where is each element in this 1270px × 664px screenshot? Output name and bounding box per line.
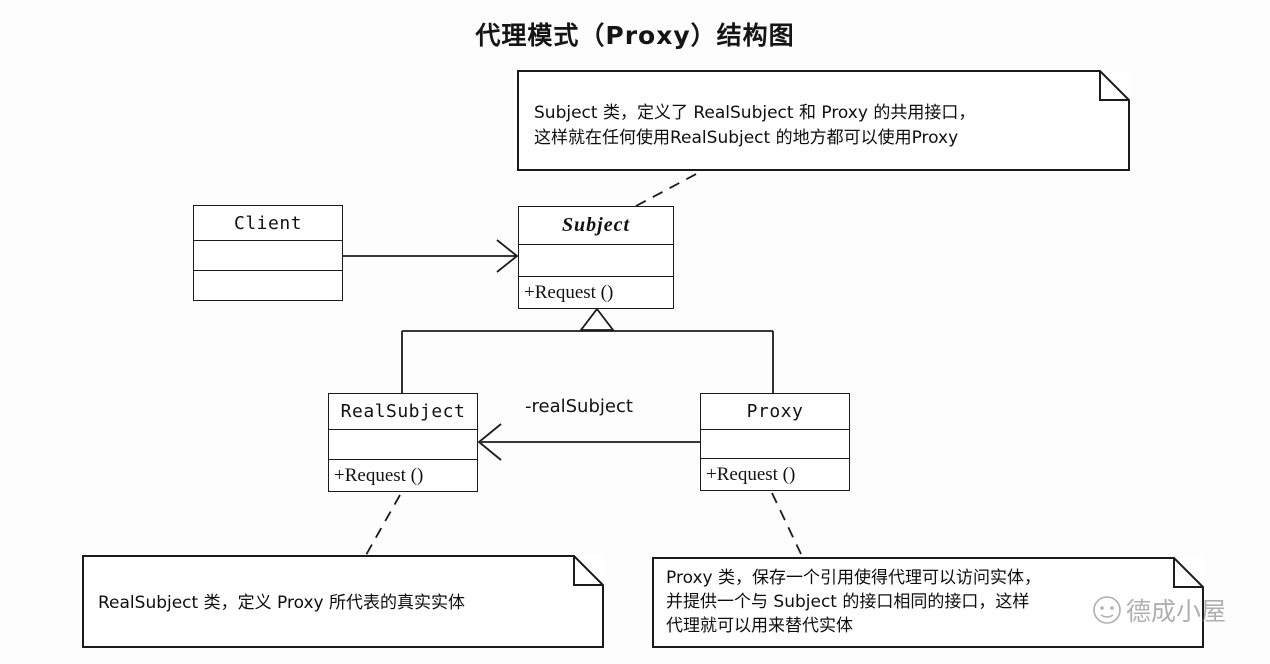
note-subject-line-1: Subject 类，定义了 RealSubject 和 Proxy 的共用接口，	[534, 103, 976, 123]
class-realsubject-operations: +Request ()	[334, 464, 424, 486]
edge-label-realsubject: -realSubject	[525, 396, 633, 417]
class-realsubject[interactable]: RealSubject +Request ()	[328, 393, 478, 492]
note-subject-shape	[517, 70, 1130, 171]
class-subject-name: Subject	[519, 207, 673, 245]
class-client-name: Client	[194, 206, 342, 241]
note-proxy-line-2: 并提供一个与 Subject 的接口相同的接口，这样	[666, 592, 1030, 612]
class-subject-operations: +Request ()	[524, 281, 614, 303]
note-proxy: Proxy 类，保存一个引用使得代理可以访问实体， 并提供一个与 Subject…	[652, 557, 1204, 648]
edge-proxy-realsubject	[477, 423, 700, 461]
note-subject: Subject 类，定义了 RealSubject 和 Proxy 的共用接口，…	[517, 70, 1130, 171]
class-realsubject-name: RealSubject	[329, 394, 477, 430]
note-realsubject-line-1: RealSubject 类，定义 Proxy 所代表的真实实体	[98, 593, 465, 613]
class-proxy-operations: +Request ()	[706, 463, 796, 485]
note-proxy-line-3: 代理就可以用来替代实体	[666, 616, 853, 636]
note-anchor-proxy	[771, 492, 802, 555]
class-proxy[interactable]: Proxy +Request ()	[700, 393, 850, 491]
note-realsubject-shape	[82, 555, 604, 648]
note-proxy-line-1: Proxy 类，保存一个引用使得代理可以访问实体，	[666, 568, 1041, 588]
edge-client-subject	[343, 239, 519, 273]
edge-generalization-subject	[401, 307, 774, 393]
class-proxy-name: Proxy	[701, 394, 849, 430]
class-client-operations	[194, 271, 342, 300]
class-realsubject-attributes	[329, 430, 477, 460]
note-realsubject: RealSubject 类，定义 Proxy 所代表的真实实体	[82, 555, 604, 648]
class-client-attributes	[194, 241, 342, 271]
page-title: 代理模式（Proxy）结构图	[475, 21, 795, 50]
class-client[interactable]: Client	[193, 205, 343, 301]
note-proxy-shape	[652, 557, 1204, 648]
class-subject-attributes	[519, 245, 673, 277]
note-subject-line-2: 这样就在任何使用RealSubject 的地方都可以使用Proxy	[534, 128, 959, 148]
note-anchor-realsubject	[365, 494, 401, 556]
note-anchor-subject	[635, 171, 701, 207]
class-proxy-attributes	[701, 430, 849, 459]
class-subject[interactable]: Subject +Request ()	[518, 206, 674, 309]
